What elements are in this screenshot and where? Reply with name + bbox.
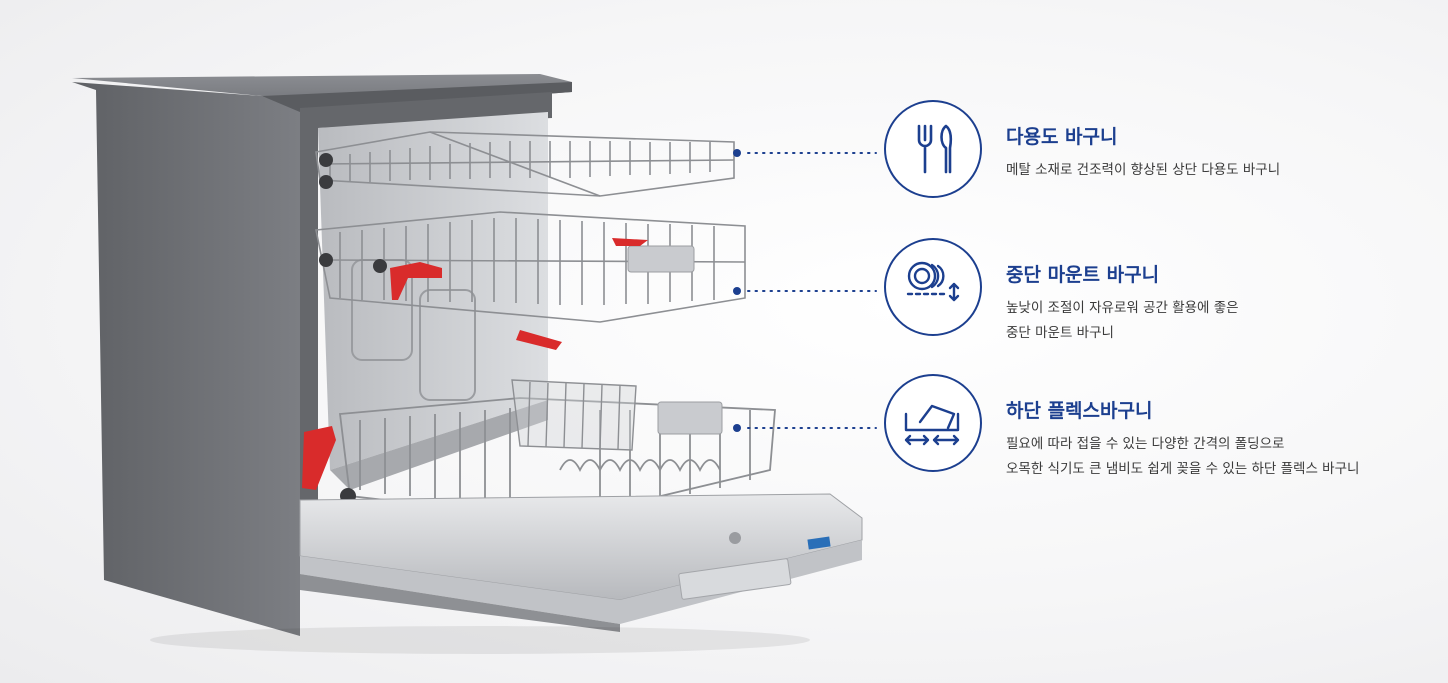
feature-icon-badge (884, 238, 982, 336)
feature-description-line: 높낮이 조절이 자유로워 공간 활용에 좋은 (1006, 300, 1239, 316)
feature-upper-basket: 다용도 바구니 메탈 소재로 건조력이 향상된 상단 다용도 바구니 (880, 100, 1440, 210)
fold-flex-icon (904, 404, 960, 446)
feature-description-line: 필요에 따라 접을 수 있는 다양한 간격의 폴딩으로 (1006, 436, 1285, 452)
feature-description: 메탈 소재로 건조력이 향상된 상단 다용도 바구니 (1006, 158, 1280, 183)
feature-description-line: 오목한 식기도 큰 냄비도 쉽게 꽂을 수 있는 하단 플렉스 바구니 (1006, 461, 1360, 477)
feature-lower-flex-basket: 하단 플렉스바구니 필요에 따라 접을 수 있는 다양한 간격의 폴딩으로 오목… (880, 374, 1440, 484)
plates-height-adjust-icon (906, 261, 960, 302)
feature-description: 필요에 따라 접을 수 있는 다양한 간격의 폴딩으로 오목한 식기도 큰 냄비… (1006, 432, 1359, 482)
fork-knife-icon (917, 124, 953, 174)
feature-icon-badge (884, 374, 982, 472)
feature-description-line: 메탈 소재로 건조력이 향상된 상단 다용도 바구니 (1006, 162, 1281, 178)
feature-description-line: 중단 마운트 바구니 (1006, 325, 1114, 341)
feature-title: 하단 플렉스바구니 (1006, 400, 1153, 422)
feature-icon-badge (884, 100, 982, 198)
feature-title: 다용도 바구니 (1006, 126, 1118, 148)
feature-middle-basket: 중단 마운트 바구니 높낮이 조절이 자유로워 공간 활용에 좋은 중단 마운트… (880, 238, 1440, 348)
feature-title: 중단 마운트 바구니 (1006, 264, 1160, 286)
dishwasher-image (72, 74, 863, 654)
feature-description: 높낮이 조절이 자유로워 공간 활용에 좋은 중단 마운트 바구니 (1006, 296, 1239, 346)
